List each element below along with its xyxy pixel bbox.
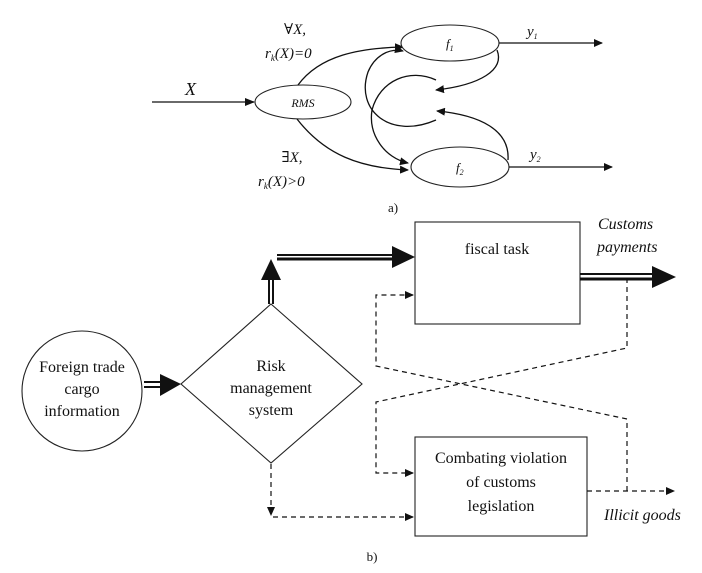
input-x-label: X — [184, 79, 197, 99]
combat-line-2: of customs — [466, 474, 536, 491]
combat-line-3: legislation — [468, 498, 535, 515]
decision-line-2: management — [230, 380, 312, 397]
fiscal-task-box — [414, 221, 581, 325]
source-to-rms-arrow — [144, 374, 181, 396]
fiscal-task-label: fiscal task — [465, 241, 529, 258]
foreign-trade-cargo-node — [21, 330, 143, 452]
rms-to-f2-arrow — [296, 118, 409, 174]
customs-payments-line-2: payments — [596, 239, 657, 256]
payments-feedback-to-combat — [375, 278, 628, 477]
lower-condition-formula: rk(X)>0 — [258, 174, 305, 191]
f2-node — [410, 146, 510, 188]
caption-b: b) — [367, 549, 378, 564]
source-line-1: Foreign trade — [39, 359, 125, 376]
customs-payments-arrow — [580, 266, 676, 288]
rms-label: RMS — [290, 96, 314, 110]
rms-to-f1-arrow — [297, 43, 404, 86]
diagram-b: Foreign trade cargo information Risk man… — [21, 216, 681, 564]
caption-a: a) — [388, 200, 398, 215]
y1-label: y1 — [525, 24, 538, 41]
f2-feedback-out-arrow — [436, 107, 509, 161]
decision-line-3: system — [249, 402, 294, 419]
illicit-goods-label: Illicit goods — [603, 507, 681, 524]
rms-to-fiscal-arrow — [261, 246, 415, 304]
illicit-feedback-to-fiscal — [375, 291, 628, 491]
y2-label: y2 — [528, 147, 541, 164]
source-line-2: cargo — [64, 381, 99, 398]
upper-condition-formula: rk(X)=0 — [265, 46, 312, 63]
f2-label: f2 — [456, 160, 464, 177]
f1-label: f1 — [446, 36, 454, 53]
upper-condition-quantifier: ∀X, — [284, 22, 306, 38]
f1-node — [400, 24, 500, 62]
customs-payments-line-1: Customs — [598, 216, 653, 233]
decision-line-1: Risk — [256, 358, 285, 375]
diagram-a: X RMS ∀X, rk(X)=0 ∃X, rk(X)>0 f1 f2 y1 y… — [152, 22, 613, 215]
combating-violation-box — [414, 436, 588, 537]
risk-management-decision — [180, 303, 363, 464]
rms-node — [254, 84, 352, 120]
source-line-3: information — [44, 403, 120, 420]
loop-to-f1-arrow — [364, 45, 437, 127]
combat-line-1: Combating violation — [435, 450, 567, 467]
loop-to-f2-arrow — [370, 74, 437, 166]
f1-feedback-out-arrow — [435, 49, 500, 94]
lower-condition-quantifier: ∃X, — [281, 150, 302, 166]
